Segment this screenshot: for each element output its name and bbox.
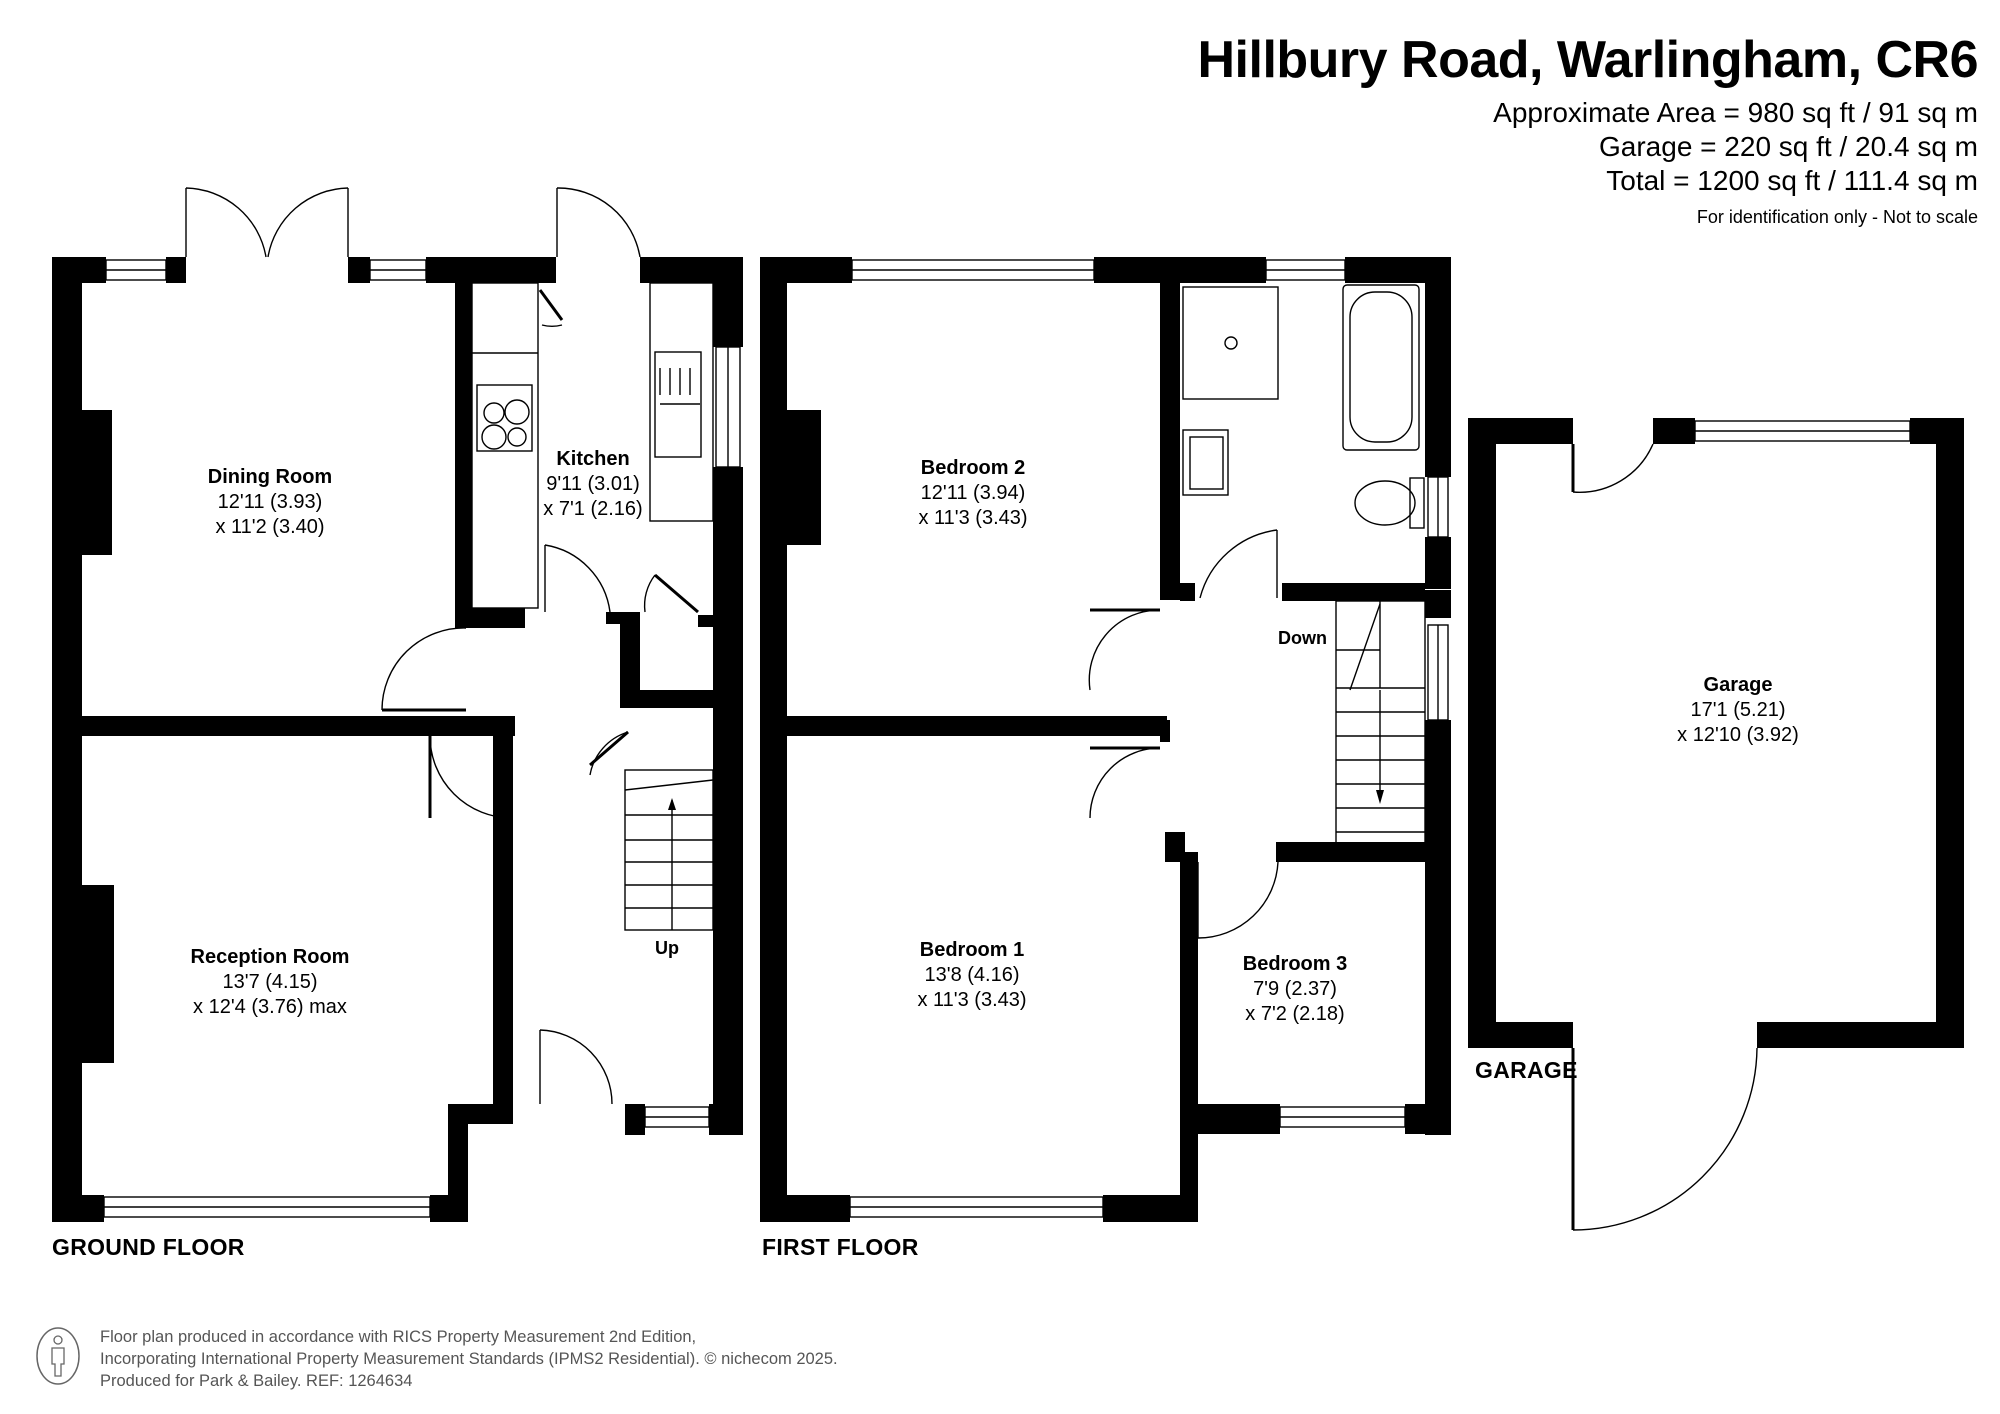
first-floor-windows — [849, 259, 1449, 1218]
ground-floor-doors — [185, 187, 699, 1105]
stairs-down-label: Down — [1278, 628, 1327, 648]
scale-note: For identification only - Not to scale — [1696, 207, 1978, 227]
room-name: Bedroom 3 — [1242, 953, 1348, 975]
ground-floor-windows — [103, 259, 741, 1218]
footer-line-1: Floor plan produced in accordance with R… — [100, 1328, 697, 1346]
garage-windows — [1694, 420, 1911, 442]
property-title: Hillbury Road, Warlingham, CR6 — [1197, 31, 1979, 89]
ground-floor-walls — [52, 257, 743, 1222]
garage-area: Garage = 220 sq ft / 20.4 sq m — [1599, 131, 1978, 162]
garage-doors — [1571, 443, 1758, 1231]
ground-stairs — [624, 769, 714, 931]
room-dim-length: 12'11 (3.93) — [217, 491, 323, 513]
room-dim-width: x 11'3 (3.43) — [918, 507, 1028, 529]
room-dim-width: x 11'2 (3.40) — [215, 516, 325, 538]
room-bedroom-2: Bedroom 2 12'11 (3.94) x 11'3 (3.43) — [918, 456, 1027, 531]
room-dim-length: 12'11 (3.94) — [920, 482, 1026, 504]
first-floor-doors — [1088, 529, 1279, 939]
person-icon — [36, 1327, 80, 1385]
room-name: Bedroom 2 — [920, 457, 1026, 479]
room-name: Kitchen — [556, 448, 630, 470]
garage-label: GARAGE — [1475, 1057, 1578, 1083]
ground-floor-label: GROUND FLOOR — [52, 1234, 245, 1260]
room-dim-width: x 7'2 (2.18) — [1245, 1003, 1345, 1025]
kitchen-fittings — [471, 282, 714, 609]
footer-disclaimer: Floor plan produced in accordance with R… — [100, 1326, 838, 1392]
garage-walls — [1468, 418, 1964, 1048]
room-dim-length: 7'9 (2.37) — [1253, 978, 1337, 1000]
room-dining-room: Dining Room 12'11 (3.93) x 11'2 (3.40) — [208, 465, 332, 540]
room-dim-width: x 11'3 (3.43) — [917, 989, 1027, 1011]
room-bedroom-1: Bedroom 1 13'8 (4.16) x 11'3 (3.43) — [917, 938, 1026, 1013]
room-dim-width: x 7'1 (2.16) — [543, 498, 643, 520]
footer-line-3: Produced for Park & Bailey. REF: 1264634 — [100, 1372, 413, 1390]
first-floor-walls — [760, 257, 1451, 1222]
room-kitchen: Kitchen 9'11 (3.01) x 7'1 (2.16) — [543, 447, 642, 522]
room-dim-length: 13'8 (4.16) — [924, 964, 1020, 986]
first-floor-label: FIRST FLOOR — [762, 1234, 919, 1260]
room-name: Reception Room — [190, 946, 350, 968]
room-reception-room: Reception Room 13'7 (4.15) x 12'4 (3.76)… — [191, 945, 350, 1020]
room-dim-length: 13'7 (4.15) — [222, 971, 318, 993]
approximate-area: Approximate Area = 980 sq ft / 91 sq m — [1493, 97, 1978, 128]
first-stairs — [1335, 600, 1426, 847]
room-garage: Garage 17'1 (5.21) x 12'10 (3.92) — [1677, 673, 1799, 748]
room-name: Bedroom 1 — [919, 939, 1025, 961]
room-dim-width: x 12'10 (3.92) — [1677, 724, 1799, 746]
room-dim-length: 17'1 (5.21) — [1690, 699, 1786, 721]
bathroom-fittings — [1182, 284, 1425, 529]
footer-line-2: Incorporating International Property Mea… — [100, 1350, 838, 1368]
room-name: Dining Room — [207, 466, 333, 488]
room-name: Garage — [1703, 674, 1773, 696]
room-dim-length: 9'11 (3.01) — [546, 473, 640, 495]
room-bedroom-3: Bedroom 3 7'9 (2.37) x 7'2 (2.18) — [1243, 952, 1347, 1027]
total-area: Total = 1200 sq ft / 111.4 sq m — [1606, 165, 1978, 196]
stairs-up-label: Up — [655, 938, 679, 958]
area-summary: Approximate Area = 980 sq ft / 91 sq m G… — [1493, 96, 1978, 198]
room-dim-width: x 12'4 (3.76) max — [193, 996, 347, 1018]
